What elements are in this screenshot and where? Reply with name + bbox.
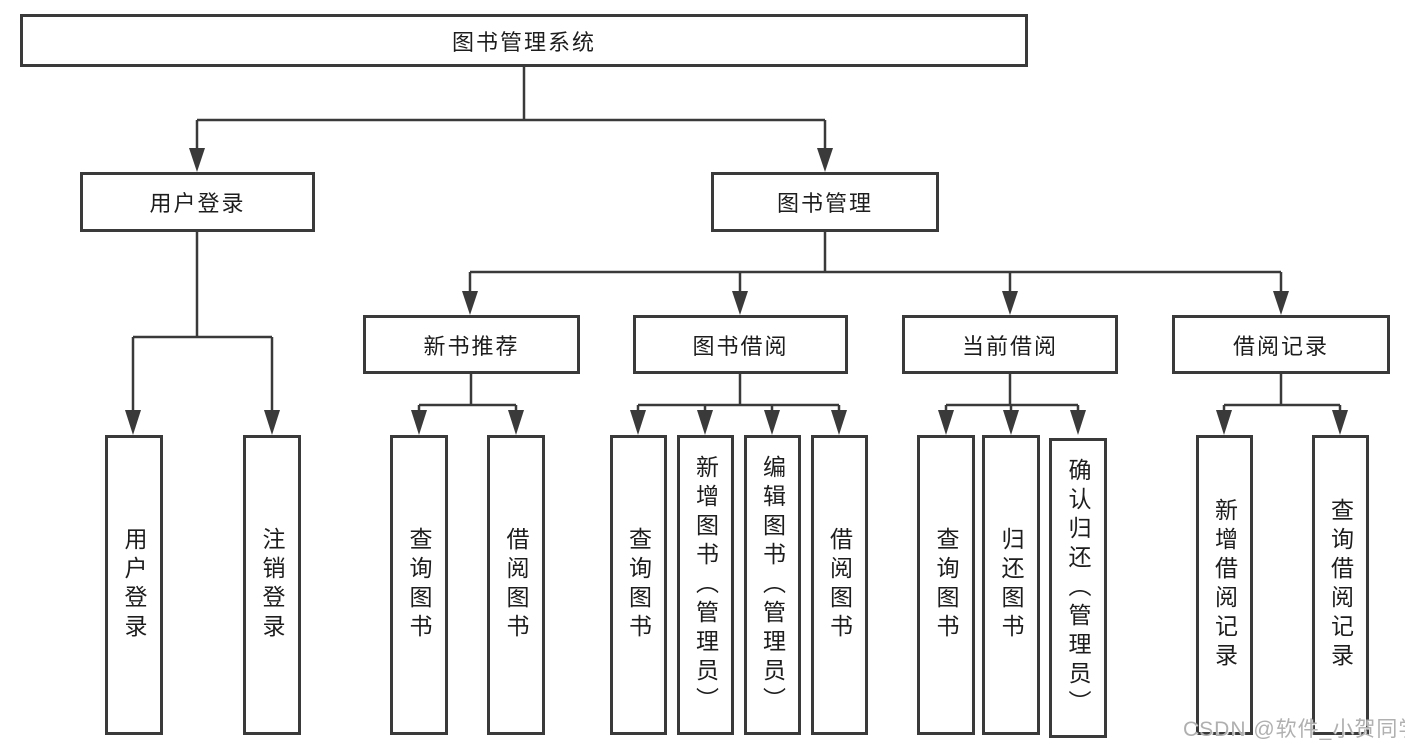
arrow-down-icon — [1003, 410, 1019, 435]
arrow-down-icon — [817, 148, 833, 172]
node-label: 新书推荐 — [423, 333, 520, 359]
arrow-down-icon — [125, 410, 141, 435]
node-label: 查询借阅记录 — [1327, 498, 1354, 672]
leaf-query-books-borrow: 查询图书 — [610, 435, 667, 735]
arrow-down-icon — [938, 410, 954, 435]
arrow-down-icon — [462, 291, 478, 315]
node-label: 查询图书 — [933, 527, 959, 643]
node-current-borrow: 当前借阅 — [902, 315, 1118, 374]
node-library-system: 图书管理系统 — [20, 14, 1028, 67]
node-label: 用户登录 — [121, 527, 147, 643]
node-label: 用户登录 — [149, 191, 246, 216]
arrow-down-icon — [732, 291, 748, 315]
arrow-down-icon — [264, 410, 280, 435]
node-label: 编辑图书（管理员） — [759, 454, 786, 716]
leaf-edit-book-admin: 编辑图书（管理员） — [744, 435, 801, 735]
node-label: 当前借阅 — [961, 333, 1058, 359]
arrow-down-icon — [189, 148, 205, 172]
arrow-down-icon — [630, 410, 646, 435]
node-label: 图书借阅 — [692, 333, 789, 359]
node-label: 借阅记录 — [1232, 333, 1329, 359]
node-label: 借阅图书 — [503, 527, 529, 643]
node-borrow-records: 借阅记录 — [1172, 315, 1390, 374]
arrow-down-icon — [1216, 410, 1232, 435]
arrow-down-icon — [1070, 410, 1086, 435]
leaf-borrow-books-recommend: 借阅图书 — [487, 435, 545, 735]
node-label: 查询图书 — [406, 527, 432, 643]
node-label: 归还图书 — [998, 527, 1024, 643]
node-user-login: 用户登录 — [80, 172, 315, 232]
leaf-query-books-recommend: 查询图书 — [390, 435, 448, 735]
node-label: 确认归还（管理员） — [1065, 457, 1091, 719]
node-label: 注销登录 — [259, 527, 285, 643]
leaf-add-borrow-record: 新增借阅记录 — [1196, 435, 1253, 735]
leaf-add-book-admin: 新增图书（管理员） — [677, 435, 734, 735]
node-label: 新增图书（管理员） — [692, 454, 719, 716]
leaf-query-books-current: 查询图书 — [917, 435, 975, 735]
leaf-borrow-books: 借阅图书 — [811, 435, 868, 735]
arrow-down-icon — [411, 410, 427, 435]
arrow-down-icon — [508, 410, 524, 435]
leaf-query-borrow-record: 查询借阅记录 — [1312, 435, 1369, 735]
connector-line — [131, 67, 1342, 412]
node-new-book-recommend: 新书推荐 — [363, 315, 580, 374]
node-label: 借阅图书 — [826, 527, 853, 643]
csdn-watermark: CSDN @软件_小贺同学 — [1183, 718, 1405, 741]
arrow-down-icon — [1002, 291, 1018, 315]
arrow-down-icon — [697, 410, 713, 435]
node-book-management: 图书管理 — [711, 172, 939, 232]
arrow-down-icon — [831, 410, 847, 435]
node-label: 新增借阅记录 — [1211, 498, 1238, 672]
node-book-borrow: 图书借阅 — [633, 315, 848, 374]
arrow-down-icon — [764, 410, 780, 435]
arrowheads — [125, 148, 1348, 435]
arrow-down-icon — [1332, 410, 1348, 435]
leaf-user-login: 用户登录 — [105, 435, 163, 735]
node-label: 查询图书 — [625, 527, 652, 643]
node-label: 图书管理 — [776, 191, 873, 216]
node-label: 图书管理系统 — [451, 29, 596, 55]
arrow-down-icon — [1273, 291, 1289, 315]
leaf-return-books: 归还图书 — [982, 435, 1040, 735]
leaf-logout: 注销登录 — [243, 435, 301, 735]
leaf-confirm-return-admin: 确认归还（管理员） — [1049, 438, 1107, 738]
